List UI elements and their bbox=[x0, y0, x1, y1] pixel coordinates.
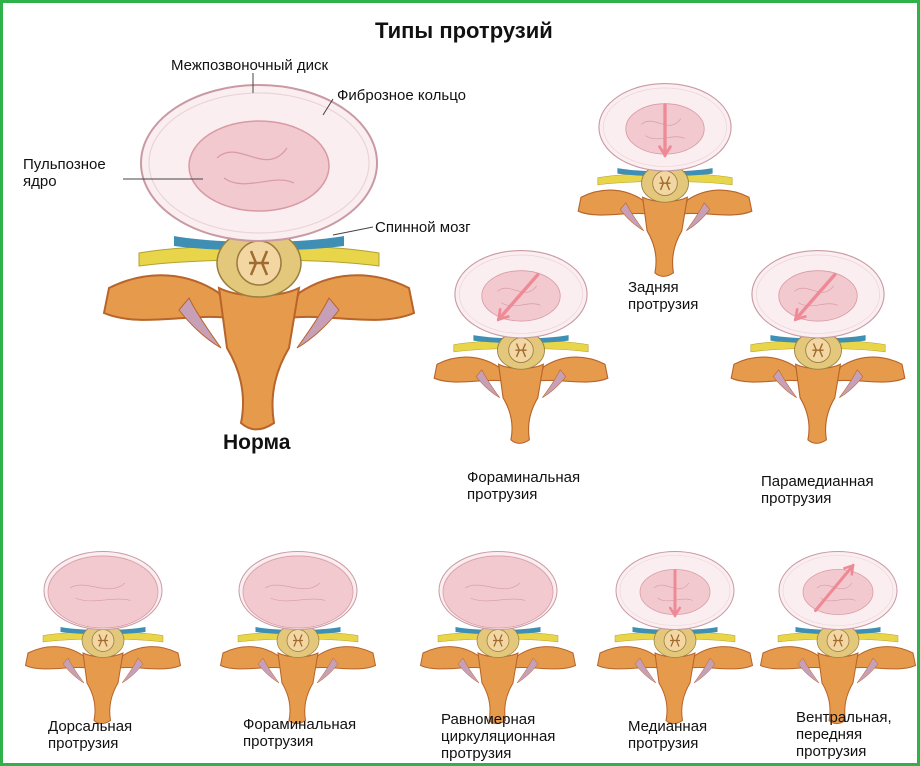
vertebra-posterior bbox=[577, 82, 753, 277]
vertebra-circumferential bbox=[419, 551, 577, 725]
caption-circumferential: Равномерная циркуляционная протрузия bbox=[441, 711, 556, 762]
page-title: Типы протрузий bbox=[375, 18, 553, 43]
label-nucleus-pulposus: Пульпозное ядро bbox=[23, 156, 106, 190]
caption-dorsal: Дорсальная протрузия bbox=[48, 718, 133, 752]
vertebra-foraminal-bottom bbox=[219, 551, 377, 725]
caption-foraminal-right: Фораминальная протрузия bbox=[467, 469, 581, 503]
leader-annulus bbox=[322, 98, 334, 116]
vertebra-paramedian bbox=[730, 249, 906, 444]
label-spinal-cord: Спинной мозг bbox=[375, 219, 471, 236]
label-annulus-fibrosus: Фиброзное кольцо bbox=[337, 87, 466, 104]
caption-posterior: Задняя протрузия bbox=[628, 279, 699, 313]
label-intervertebral-disc: Межпозвоночный диск bbox=[171, 57, 329, 74]
vertebra-foraminal-right bbox=[433, 249, 609, 444]
vertebra-ventral bbox=[759, 551, 917, 725]
vertebra-normal bbox=[102, 84, 416, 431]
caption-median: Медианная протрузия bbox=[628, 718, 708, 752]
caption-foraminal-bottom: Фораминальная протрузия bbox=[243, 716, 357, 750]
norm-label: Норма bbox=[223, 431, 291, 454]
vertebra-dorsal bbox=[24, 551, 182, 725]
vertebra-illustrations bbox=[24, 73, 917, 725]
caption-ventral: Вентральная, передняя протрузия bbox=[796, 709, 892, 760]
vertebra-median bbox=[596, 551, 754, 725]
leader-cord bbox=[332, 226, 374, 236]
caption-paramedian: Парамедианная протрузия bbox=[761, 473, 874, 507]
